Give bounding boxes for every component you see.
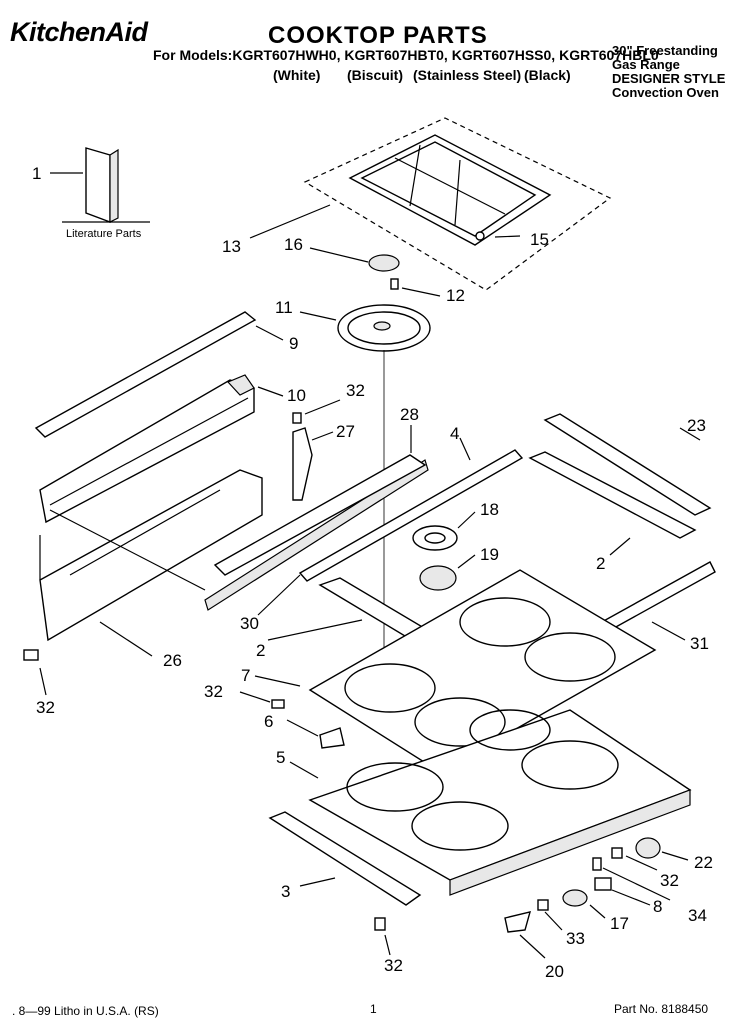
front-trim-3: [268, 811, 422, 906]
callout-23: 23: [687, 416, 706, 435]
trim-strip-30: [213, 454, 427, 576]
back-panel: [39, 469, 263, 642]
screw-32c: [23, 649, 39, 661]
screw-33: [537, 899, 549, 911]
callout-28: 28: [400, 405, 419, 424]
page-number: 1: [370, 1002, 377, 1016]
ignitor-22: [635, 837, 661, 859]
callout-4: 4: [450, 424, 460, 443]
callout-1: 1: [32, 164, 42, 183]
callout-19: 19: [480, 545, 499, 564]
callout-31: 31: [690, 634, 709, 653]
switch-17: [562, 889, 588, 907]
clip-8: [594, 877, 612, 891]
burner-cap: [368, 254, 400, 272]
callout-13: 13: [222, 237, 241, 256]
screw-34: [592, 857, 602, 871]
part-number: Part No. 8188450: [614, 1002, 709, 1016]
callout-15: 15: [530, 230, 549, 249]
desc-line-4: Convection Oven: [612, 85, 719, 100]
model-list: For Models:KGRT607HWH0, KGRT607HBT0, KGR…: [153, 47, 659, 63]
desc-line-1: 30" Freestanding: [612, 43, 718, 58]
screw-32a: [292, 412, 302, 424]
callout-7: 7: [241, 666, 251, 685]
callout-33: 33: [566, 929, 585, 948]
callout-34: 34: [688, 906, 707, 925]
callout-10: 10: [287, 386, 306, 405]
screw-32d: [374, 917, 386, 931]
desc-line-3: DESIGNER STYLE: [612, 71, 726, 86]
trim-strip-9: [34, 311, 257, 438]
callout-12: 12: [446, 286, 465, 305]
rail-2-right: [528, 451, 697, 539]
callout-2b: 2: [256, 641, 266, 660]
rail-4: [298, 449, 524, 582]
burner-ring-18: [412, 525, 458, 551]
callout-30: 30: [240, 614, 259, 633]
callout-2a: 2: [596, 554, 606, 573]
bracket-20: [504, 911, 531, 933]
screw-32e: [611, 847, 623, 859]
color-white: (White): [273, 67, 321, 83]
cooktop-body: [308, 709, 692, 896]
callout-32b: 32: [204, 682, 223, 701]
rail-23: [543, 413, 712, 516]
callout-32d: 32: [384, 956, 403, 975]
color-stainless: (Stainless Steel): [413, 67, 522, 83]
color-black: (Black): [524, 67, 571, 83]
bracket-6: [319, 727, 345, 749]
burner-grate: [348, 134, 552, 246]
callout-3: 3: [281, 882, 291, 901]
desc-line-2: Gas Range: [612, 57, 680, 72]
callout-6: 6: [264, 712, 274, 731]
callout-17: 17: [610, 914, 629, 933]
callout-11: 11: [275, 298, 293, 317]
gasket-28: [204, 459, 429, 611]
callout-32c: 32: [36, 698, 55, 717]
callout-8: 8: [653, 897, 663, 916]
callout-16: 16: [284, 235, 303, 254]
callout-5: 5: [276, 748, 286, 767]
callout-32e: 32: [660, 871, 679, 890]
callout-9: 9: [289, 334, 299, 353]
cooktop-glass: [308, 569, 657, 773]
callout-26: 26: [163, 651, 182, 670]
callout-32: 32: [346, 381, 365, 400]
print-info: . 8—99 Litho in U.S.A. (RS): [12, 1004, 159, 1018]
burner-head-19: [419, 565, 457, 591]
screw-32b: [271, 699, 285, 709]
literature-booklet: [85, 147, 119, 224]
callout-20: 20: [545, 962, 564, 981]
callout-27: 27: [336, 422, 355, 441]
control-panel: [39, 374, 255, 524]
screw-12: [390, 278, 399, 290]
callout-18: 18: [480, 500, 499, 519]
brand-logo: KitchenAid: [10, 17, 148, 47]
callout-22: 22: [694, 853, 713, 872]
page-title: COOKTOP PARTS: [268, 22, 488, 49]
bracket-27: [292, 427, 313, 501]
literature-parts-label: Literature Parts: [66, 228, 142, 240]
color-biscuit: (Biscuit): [347, 67, 403, 83]
